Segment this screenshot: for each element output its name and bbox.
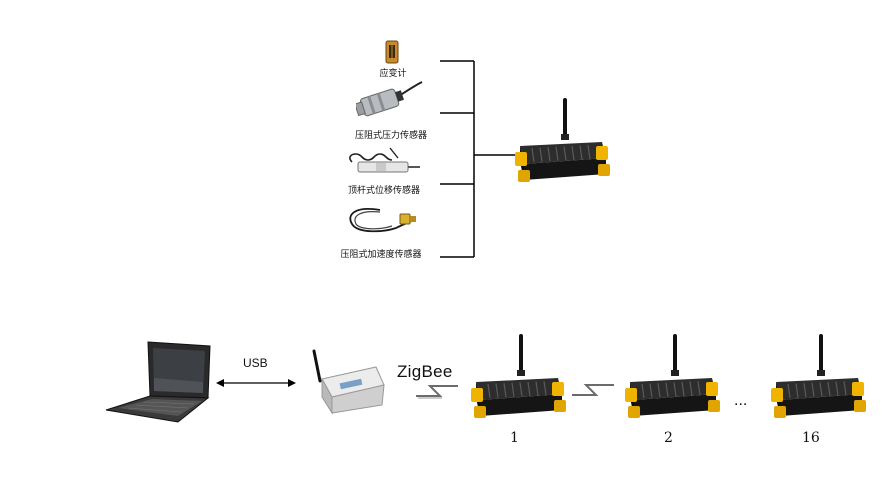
usb-arrow: [216, 375, 296, 389]
pressure-sensor-icon: [354, 80, 424, 122]
more-nodes-ellipsis: ...: [734, 392, 748, 409]
wireless-node-1: [470, 333, 568, 420]
sensor-label-pressure: 压阻式压力传感器: [354, 131, 427, 141]
wireless-node-2: [624, 333, 722, 420]
sensor-label-displacement: 顶杆式位移传感器: [347, 186, 420, 196]
wireless-node-16: [770, 333, 868, 420]
accelerometer-icon: [344, 204, 420, 240]
node-label-2: 2: [664, 430, 673, 446]
strain-gauge-icon: [384, 40, 400, 64]
zigbee-wireless-signal-icon: [414, 382, 460, 400]
sensor-label-accelerometer: 压阻式加速度传感器: [340, 250, 422, 260]
wireless-signal-icon: [570, 381, 616, 399]
wireless-node-top: [514, 97, 612, 184]
zigbee-link-label: ZigBee: [397, 362, 453, 381]
laptop-icon: [104, 338, 216, 424]
usb-link-label: USB: [243, 356, 268, 370]
displacement-sensor-icon: [346, 146, 422, 180]
zigbee-gateway-icon: [306, 345, 388, 415]
sensor-bus-bracket: [440, 58, 520, 262]
node-label-16: 16: [802, 430, 820, 446]
sensor-label-strain-gauge: 应变计: [379, 69, 407, 79]
node-label-1: 1: [510, 430, 519, 446]
